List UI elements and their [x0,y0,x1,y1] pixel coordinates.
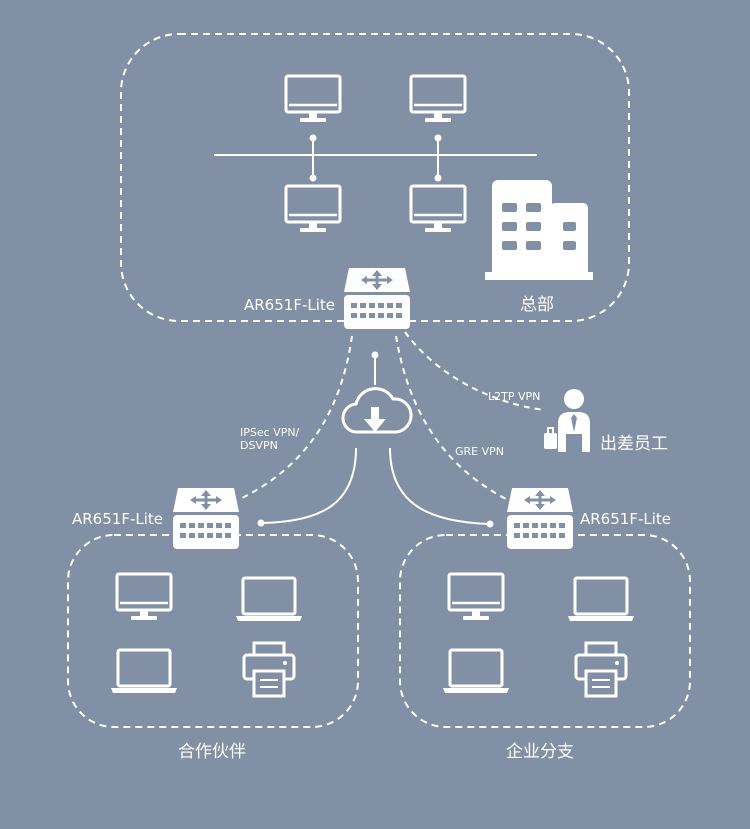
laptop-icon [234,576,304,623]
monitor-icon [115,572,173,622]
router-icon [507,488,573,549]
hq-lan-bus [214,134,537,182]
branch-site-label: 企业分支 [506,742,574,762]
gre-vpn-label: GRE VPN [455,445,505,458]
l2tp-vpn-label: L2TP VPN [488,390,541,403]
cloud-links [257,351,494,528]
router-icon [173,488,239,549]
monitor-icon [409,184,467,234]
monitor-icon [447,572,505,622]
hq-site-label: 总部 [520,295,554,315]
wan-links [237,331,546,501]
laptop-icon [441,648,511,695]
partner-router-label: AR651F-Lite [72,510,163,528]
monitor-icon [284,184,342,234]
partner-site-label: 合作伙伴 [178,742,246,762]
laptop-icon [109,648,179,695]
printer-icon [574,641,628,698]
traveler-label: 出差员工 [600,434,668,454]
printer-icon [242,641,296,698]
router-icon [344,268,410,329]
cloud-download-icon [341,387,413,434]
laptop-icon [566,576,636,623]
partner-region [67,534,359,728]
branch-router-label: AR651F-Lite [580,510,671,528]
branch-region [399,534,691,728]
monitor-icon [409,74,467,124]
business-traveler-icon [544,389,590,452]
building-icon [485,180,593,280]
hq-router-label: AR651F-Lite [244,296,335,314]
ipsec-vpn-label-line2: DSVPN [240,439,278,452]
ipsec-vpn-label: IPSec VPN/ DSVPN [240,426,299,452]
monitor-icon [284,74,342,124]
ipsec-vpn-label-line1: IPSec VPN/ [240,426,300,439]
